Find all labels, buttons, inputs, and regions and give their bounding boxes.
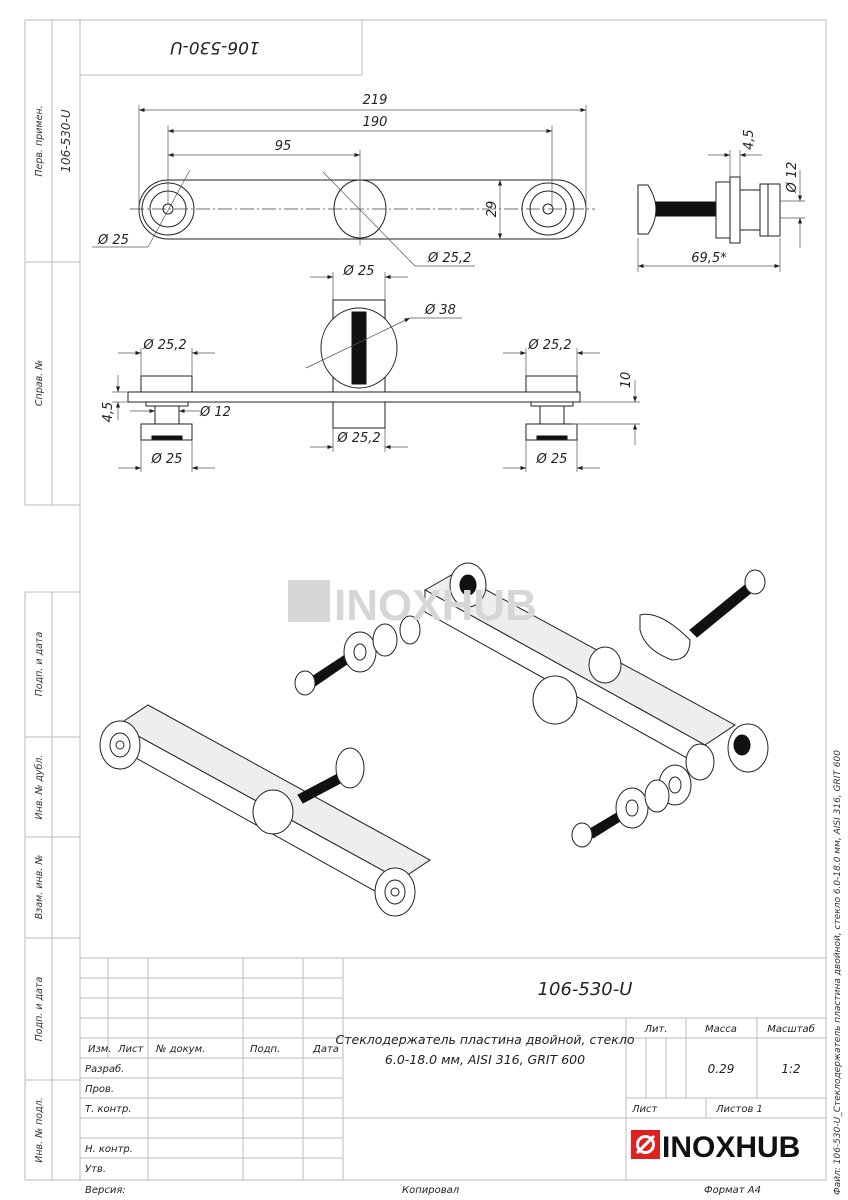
dim-front-circle: Ø 38: [424, 303, 456, 318]
podp-data-label: Подп. и дата: [34, 631, 45, 696]
inoxhub-logo: INOXHUB: [631, 1130, 800, 1164]
podp-data-label-2: Подп. и дата: [34, 976, 45, 1041]
vzam-inv-label: Взам. инв. №: [34, 855, 45, 920]
front-view: Ø 25 Ø 38 Ø 25,2 Ø 25,2 4,5 Ø 12 10 Ø 25…: [101, 264, 640, 472]
role-t-kontr: Т. контр.: [85, 1104, 132, 1115]
dim-plate-width: 29: [485, 201, 500, 218]
footer-format: Формат A4: [704, 1185, 761, 1196]
side-view: 69,5* 4,5 Ø 12: [637, 129, 805, 272]
dim-front-top-diameter: Ø 25: [343, 264, 375, 279]
dim-side-thickness: 4,5: [742, 129, 757, 150]
role-utv: Утв.: [85, 1164, 106, 1175]
header-izm: Изм.: [88, 1044, 112, 1055]
dim-end-diameter: Ø 25: [97, 233, 129, 248]
dim-center-diameter: Ø 25,2: [427, 251, 471, 266]
scale-value: 1:2: [781, 1062, 800, 1076]
rotated-code: 106-530-U: [170, 37, 260, 57]
file-caption: Файл: 106-530-U_Стеклодержатель пластина…: [833, 750, 843, 1195]
dim-front-plate-thickness: 4,5: [101, 402, 116, 423]
header-data: Дата: [312, 1044, 339, 1055]
dim-side-diameter: Ø 12: [785, 162, 800, 194]
dim-front-right-bottom: Ø 25: [536, 452, 568, 467]
sheet-label: Лист: [631, 1104, 659, 1115]
dim-front-left-cap: Ø 25,2: [142, 338, 186, 353]
dim-front-right-cap: Ø 25,2: [527, 338, 571, 353]
header-doc-no: № докум.: [155, 1044, 205, 1055]
dim-front-bottom-center: Ø 25,2: [336, 431, 380, 446]
isometric-view: [99, 562, 769, 917]
sheets-label: Листов 1: [715, 1104, 763, 1115]
top-view: 219 190 95 29 Ø 25 Ø 25,2: [92, 93, 595, 267]
title-block: 106-530-U Стеклодержатель пластина двойн…: [80, 957, 826, 1180]
mass-value: 0.29: [708, 1062, 735, 1076]
description-line1: Стеклодержатель пластина двойной, стекло: [336, 1032, 635, 1047]
dim-front-stud: Ø 12: [199, 405, 231, 420]
footer-copied: Копировал: [402, 1185, 460, 1196]
footer-version: Версия:: [85, 1185, 126, 1196]
header-podp: Подп.: [250, 1044, 280, 1055]
dim-side-length: 69,5*: [691, 251, 727, 266]
logo-text: INOXHUB: [662, 1131, 800, 1164]
dim-hole-spacing: 190: [363, 115, 388, 130]
title-code: 106-530-U: [538, 979, 633, 1000]
dim-half-spacing: 95: [275, 139, 292, 154]
watermark: INOXHUB: [288, 580, 537, 630]
lit-label: Лит.: [643, 1024, 667, 1035]
dim-front-height: 10: [619, 372, 634, 389]
watermark-text: INOXHUB: [334, 581, 537, 630]
dim-front-left-bottom: Ø 25: [151, 452, 183, 467]
mass-label: Масса: [705, 1024, 737, 1035]
perv-primen-value: 106-530-U: [59, 109, 73, 172]
role-prov: Пров.: [85, 1084, 114, 1095]
scale-label: Масштаб: [767, 1023, 815, 1035]
dim-overall-length: 219: [363, 93, 388, 108]
header-list: Лист: [117, 1044, 145, 1055]
perv-primen-label: Перв. примен.: [34, 105, 45, 176]
inv-podl-label: Инв. № подл.: [34, 1097, 45, 1163]
description-line2: 6.0-18.0 мм, AISI 316, GRIT 600: [385, 1052, 585, 1067]
inv-dubl-label: Инв. № дубл.: [34, 755, 45, 820]
left-strip: Перв. примен. 106-530-U Справ. № Подп. и…: [34, 105, 73, 1162]
sprav-label: Справ. №: [34, 360, 45, 406]
sheet-frame: [24, 19, 827, 1181]
role-n-kontr: Н. контр.: [85, 1144, 133, 1155]
role-razrab: Разраб.: [85, 1063, 124, 1075]
